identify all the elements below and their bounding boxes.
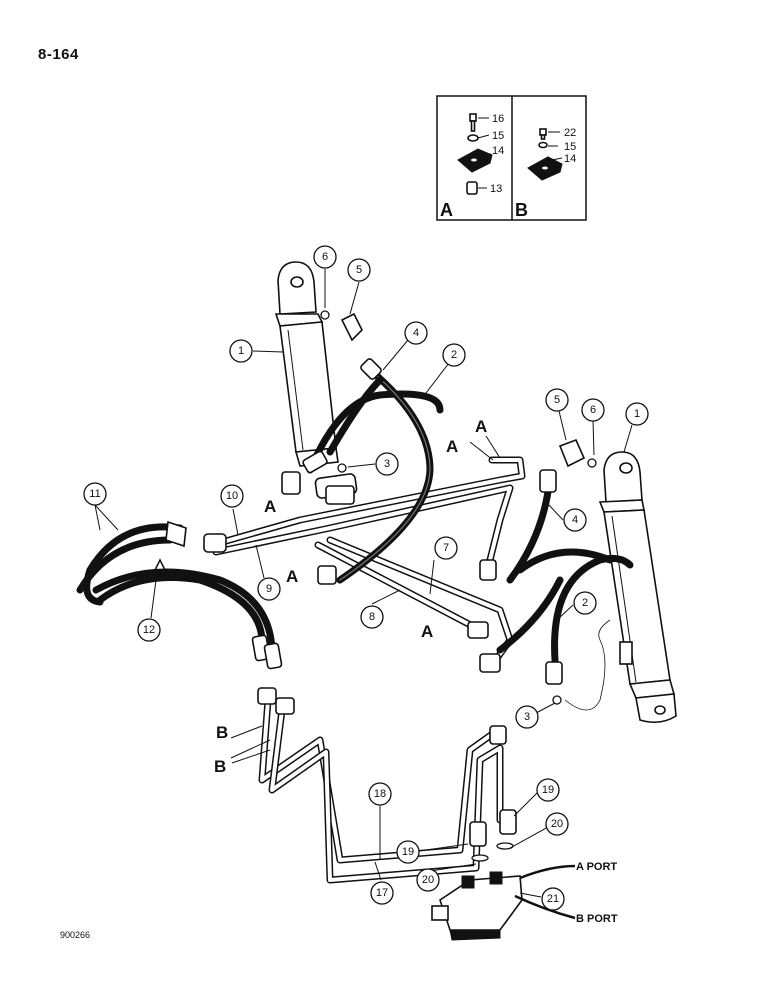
inset-a-callout-14: 14 <box>492 145 504 157</box>
right-lift-cylinder <box>598 451 677 724</box>
svg-text:1: 1 <box>634 408 640 420</box>
svg-text:5: 5 <box>554 394 560 406</box>
svg-text:7: 7 <box>443 542 449 554</box>
ref-letter-a-top2: A <box>475 417 487 436</box>
ref-letter-a-mid: A <box>286 567 298 586</box>
b-port-label: B PORT <box>576 913 618 925</box>
inset-b-letter: B <box>515 200 528 220</box>
inset-a-callout-16: 16 <box>492 113 504 125</box>
callout-6-right: 6 <box>581 398 605 422</box>
callout-2-left: 2 <box>442 343 466 367</box>
svg-text:8: 8 <box>369 611 375 623</box>
svg-text:9: 9 <box>266 583 272 595</box>
svg-text:3: 3 <box>384 458 390 470</box>
control-valve <box>431 809 576 941</box>
left-lift-cylinder <box>274 261 358 499</box>
ref-letter-a-left: A <box>264 497 276 516</box>
ref-letter-b-1: B <box>216 723 228 742</box>
svg-text:10: 10 <box>226 490 238 502</box>
svg-text:18: 18 <box>374 788 386 800</box>
svg-text:4: 4 <box>572 514 578 526</box>
inset-b-callout-14: 14 <box>564 153 576 165</box>
callout-8: 8 <box>360 605 384 629</box>
svg-text:4: 4 <box>413 327 419 339</box>
svg-text:17: 17 <box>376 887 388 899</box>
svg-text:19: 19 <box>542 784 554 796</box>
callout-4-right: 4 <box>563 508 587 532</box>
callout-19-left: 19 <box>396 840 420 864</box>
right-hoses <box>496 438 634 711</box>
detail-inset: 16 15 14 13 A 22 15 14 B <box>436 95 587 221</box>
svg-text:20: 20 <box>422 874 434 886</box>
callout-7: 7 <box>434 536 458 560</box>
callout-5-right: 5 <box>545 388 569 412</box>
callout-20-right: 20 <box>545 812 569 836</box>
callout-2-right: 2 <box>573 591 597 615</box>
ref-letter-a-top1: A <box>446 437 458 456</box>
inset-b-callout-15: 15 <box>564 141 576 153</box>
callout-9: 9 <box>257 577 281 601</box>
callout-4-left: 4 <box>404 321 428 345</box>
svg-text:6: 6 <box>322 251 328 263</box>
svg-text:2: 2 <box>582 597 588 609</box>
left-hoses <box>302 310 444 584</box>
callout-17: 17 <box>370 881 394 905</box>
callout-6-left: 6 <box>313 245 337 269</box>
upper-tube-assembly <box>203 456 526 673</box>
svg-text:21: 21 <box>547 893 559 905</box>
page-number: 8-164 <box>38 46 79 63</box>
callout-11: 11 <box>83 482 107 506</box>
svg-text:19: 19 <box>402 846 414 858</box>
lower-tube-assembly <box>257 687 507 884</box>
callout-12: 12 <box>137 618 161 642</box>
inset-b-callout-22: 22 <box>564 127 576 139</box>
leader-lines <box>94 269 633 898</box>
figure-code: 900266 <box>60 930 91 940</box>
callout-3-right: 3 <box>515 705 539 729</box>
svg-text:2: 2 <box>451 349 457 361</box>
inset-a-bolt <box>457 113 493 195</box>
ref-letter-b-2: B <box>214 757 226 776</box>
inset-b-bolt <box>527 128 563 181</box>
callout-1-right: 1 <box>625 402 649 426</box>
callout-5-left: 5 <box>347 258 371 282</box>
callout-18: 18 <box>368 782 392 806</box>
ref-letter-a-low: A <box>421 622 433 641</box>
svg-text:11: 11 <box>89 488 100 500</box>
callout-10: 10 <box>220 484 244 508</box>
auxiliary-hose-bundle <box>76 520 283 670</box>
inset-a-letter: A <box>440 200 453 220</box>
a-port-label: A PORT <box>576 861 617 873</box>
svg-text:20: 20 <box>551 818 563 830</box>
inset-a-callout-15: 15 <box>492 130 504 142</box>
inset-a-callout-13: 13 <box>490 183 502 195</box>
svg-text:1: 1 <box>238 345 244 357</box>
svg-text:5: 5 <box>356 264 362 276</box>
callout-1-left: 1 <box>229 339 253 363</box>
svg-text:6: 6 <box>590 404 596 416</box>
callout-3-left: 3 <box>375 452 399 476</box>
svg-text:3: 3 <box>524 711 530 723</box>
callout-21: 21 <box>541 887 565 911</box>
callout-20-left: 20 <box>416 868 440 892</box>
svg-text:12: 12 <box>143 624 155 636</box>
callout-19-right: 19 <box>536 778 560 802</box>
